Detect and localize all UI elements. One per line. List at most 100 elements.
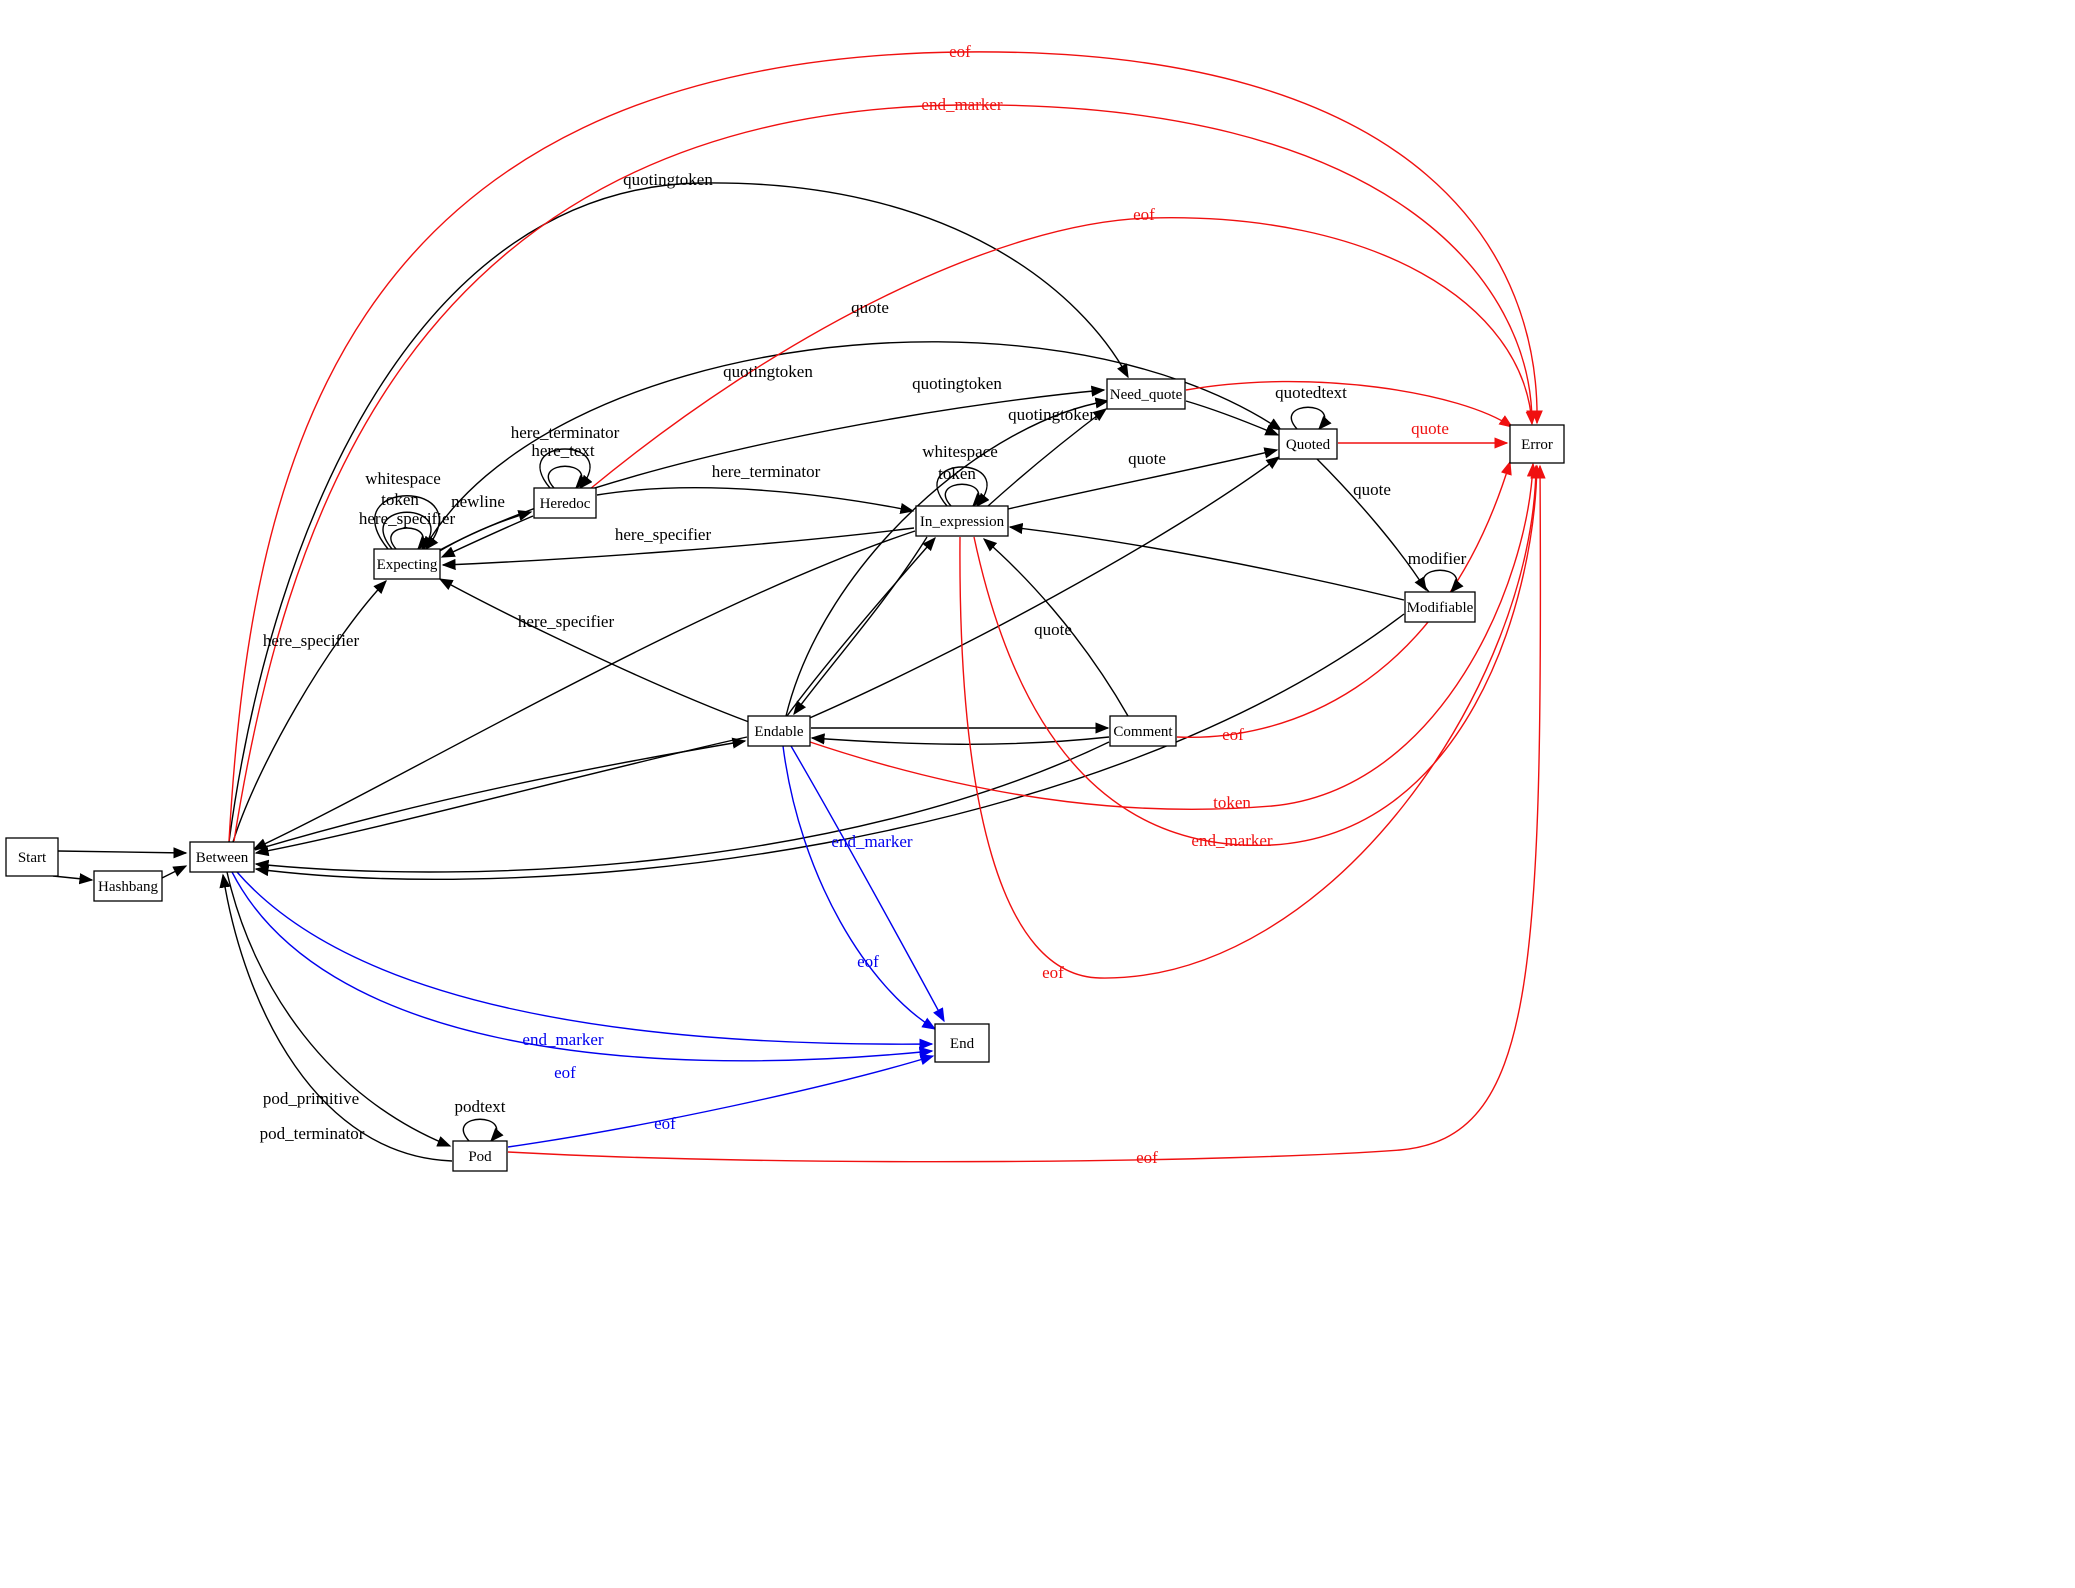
- edge-label-here_specifier: here_specifier: [518, 612, 615, 631]
- edge-modifiable-to-modifiable-modifier: [1422, 569, 1464, 594]
- edge-heredoc-to-expecting: [440, 515, 534, 558]
- node-label-comment: Comment: [1113, 724, 1173, 740]
- edge-expecting-to-expecting-token: [382, 511, 435, 551]
- node-comment: Comment: [1109, 715, 1177, 747]
- edge-comment-to-in_expression: [982, 538, 1129, 717]
- edge-labels-layer: here_specifierquotingtokenpod_primitivep…: [260, 42, 1467, 1167]
- edge-label-eof: eof: [654, 1114, 676, 1133]
- edge-in_expression-to-endable: [793, 536, 928, 716]
- edge-between-to-error-end_marker: [233, 104, 1538, 842]
- edge-modifiable-to-in_expression: [1008, 522, 1405, 601]
- edge-between-to-endable: [254, 737, 747, 851]
- edge-between-to-end-eof: [231, 871, 934, 1062]
- node-quoted: Quoted: [1278, 428, 1338, 460]
- node-label-start: Start: [18, 850, 47, 866]
- edge-label-quotingtoken: quotingtoken: [723, 362, 813, 381]
- node-box-expecting: [373, 548, 441, 580]
- node-label-end: End: [950, 1036, 975, 1052]
- edge-label-newline: newline: [451, 492, 505, 511]
- edge-label-eof: eof: [1133, 205, 1155, 224]
- edge-label-here_specifier: here_specifier: [615, 525, 712, 544]
- node-box-quoted: [1278, 428, 1338, 460]
- node-in_expression: In_expression: [915, 505, 1009, 537]
- edge-label-pod_terminator: pod_terminator: [260, 1124, 365, 1143]
- node-box-endable: [747, 715, 811, 747]
- node-label-endable: Endable: [754, 724, 803, 740]
- node-end: End: [934, 1023, 990, 1063]
- edge-hashbang-to-between: [161, 865, 188, 879]
- edge-in_expression-to-between: [252, 530, 916, 850]
- node-need_quote: Need_quote: [1106, 378, 1186, 410]
- edge-need_quote-to-quoted: [1185, 400, 1280, 436]
- edges-layer: [52, 51, 1546, 1163]
- edge-label-eof: eof: [1042, 963, 1064, 982]
- edge-label-modifier: modifier: [1408, 549, 1467, 568]
- edge-label-quote: quote: [1353, 480, 1391, 499]
- node-box-between: [189, 841, 255, 873]
- edge-label-quote: quote: [1034, 620, 1072, 639]
- edge-label-token: token: [1213, 793, 1251, 812]
- edge-expecting-to-need_quote-quotingtoken: [437, 385, 1106, 552]
- node-label-in_expression: In_expression: [920, 514, 1005, 530]
- edge-label-here_terminator: here_terminator: [712, 462, 821, 481]
- edge-label-whitespace: whitespace: [922, 442, 998, 461]
- edge-label-here_terminator: here_terminator: [511, 423, 620, 442]
- edge-in_expression-to-error-end_marker: [973, 464, 1543, 847]
- edge-heredoc-to-in_expression-here_terminator: [596, 487, 915, 515]
- edge-label-end_marker: end_marker: [1191, 831, 1273, 850]
- edge-label-end_marker: end_marker: [831, 832, 913, 851]
- node-start: Start: [5, 837, 59, 877]
- edge-label-eof: eof: [949, 42, 971, 61]
- edge-heredoc-to-heredoc-here_text: [547, 465, 589, 490]
- edge-between-to-expecting-here_specifier: [232, 579, 387, 843]
- edge-start-to-between: [57, 847, 188, 859]
- edge-label-eof: eof: [857, 952, 879, 971]
- edge-endable-to-end-end_marker: [790, 745, 945, 1023]
- node-label-quoted: Quoted: [1286, 437, 1331, 453]
- node-box-need_quote: [1106, 378, 1186, 410]
- edge-label-quotingtoken: quotingtoken: [912, 374, 1002, 393]
- edge-comment-to-between: [254, 741, 1110, 873]
- node-box-hashbang: [93, 870, 163, 902]
- node-label-need_quote: Need_quote: [1110, 387, 1183, 403]
- edge-in_expression-to-expecting-here_specifier: [441, 527, 915, 571]
- edge-pod-to-pod-podtext: [462, 1118, 504, 1143]
- edge-label-quote: quote: [851, 298, 889, 317]
- edge-label-here_text: here_text: [531, 441, 595, 460]
- node-box-in_expression: [915, 505, 1009, 537]
- edge-quoted-to-quoted-quotedtext: [1290, 406, 1332, 431]
- edge-expecting-to-quoted-quote: [423, 341, 1283, 550]
- node-error: Error: [1509, 424, 1565, 464]
- node-label-heredoc: Heredoc: [540, 496, 591, 512]
- edge-endable-to-in_expression: [786, 536, 936, 717]
- edge-label-eof: eof: [1136, 1148, 1158, 1167]
- edge-label-here_specifier: here_specifier: [359, 509, 456, 528]
- node-label-error: Error: [1521, 437, 1553, 453]
- edge-expecting-to-expecting-here_specifier: [390, 527, 431, 551]
- edge-in_expression-to-in_expression-token: [944, 483, 986, 508]
- nodes-layer: StartHashbangBetweenExpectingHeredocIn_e…: [5, 378, 1565, 1172]
- edge-label-whitespace: whitespace: [365, 469, 441, 488]
- edge-pod-to-end-eof: [507, 1054, 935, 1148]
- node-pod: Pod: [452, 1140, 508, 1172]
- edge-modifiable-to-between: [254, 613, 1405, 880]
- edge-between-to-pod-pod_primitive: [226, 871, 452, 1147]
- node-label-pod: Pod: [468, 1149, 492, 1165]
- edge-label-quotedtext: quotedtext: [1275, 383, 1347, 402]
- edge-heredoc-to-error-eof: [589, 217, 1537, 490]
- edge-quoted-to-modifiable-quote: [1316, 458, 1427, 592]
- edge-comment-to-endable: [810, 733, 1110, 745]
- edge-between-to-end-end_marker: [236, 871, 934, 1050]
- edge-in_expression-to-error-eof: [959, 464, 1542, 979]
- edge-endable-to-expecting-here_specifier: [438, 578, 750, 723]
- node-box-comment: [1109, 715, 1177, 747]
- edge-label-quote: quote: [1128, 449, 1166, 468]
- edge-label-quotingtoken: quotingtoken: [623, 170, 713, 189]
- edge-in_expression-to-need_quote-quotingtoken: [987, 408, 1108, 507]
- node-between: Between: [189, 841, 255, 873]
- edge-label-podtext: podtext: [455, 1097, 506, 1116]
- node-box-error: [1509, 424, 1565, 464]
- node-hashbang: Hashbang: [93, 870, 163, 902]
- edge-label-eof: eof: [554, 1063, 576, 1082]
- node-box-start: [5, 837, 59, 877]
